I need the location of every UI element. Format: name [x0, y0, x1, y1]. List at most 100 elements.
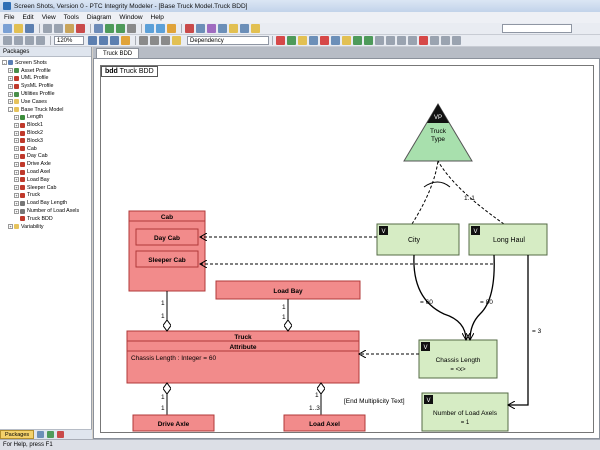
block-drive-axle[interactable]: Drive Axle [132, 414, 215, 432]
zoom-select[interactable]: 120% [54, 36, 84, 45]
print-icon[interactable] [94, 24, 103, 33]
menu-diagram[interactable]: Diagram [86, 14, 112, 21]
tree-item[interactable]: +Variability [0, 223, 91, 231]
tree-item[interactable]: -Screen Shots [0, 59, 91, 67]
format-icon[interactable] [36, 36, 45, 45]
expand-toggle-icon[interactable]: + [8, 91, 13, 97]
copy-icon[interactable] [54, 24, 63, 33]
properties-icon[interactable] [196, 24, 205, 33]
association-tool-icon[interactable] [375, 36, 384, 45]
line-icon[interactable] [150, 36, 159, 45]
find-dropdown[interactable] [502, 24, 572, 33]
help-icon[interactable] [251, 24, 260, 33]
tree-item[interactable]: +Load Axel [0, 168, 91, 176]
expand-toggle-icon[interactable]: + [14, 130, 19, 136]
part-sleeper-cab[interactable] [135, 250, 199, 268]
open-icon[interactable] [14, 24, 23, 33]
zoom-in-icon[interactable] [88, 36, 97, 45]
browser-icon[interactable] [218, 24, 227, 33]
tree-item[interactable]: -Base Truck Model [0, 106, 91, 114]
variation-point-truck-type[interactable]: VP Truck Type [403, 103, 473, 162]
part-day-cab[interactable] [135, 228, 199, 246]
interface-tool-icon[interactable] [309, 36, 318, 45]
paste-icon[interactable] [65, 24, 74, 33]
expand-toggle-icon[interactable]: + [14, 138, 19, 144]
expand-toggle-icon[interactable]: + [14, 114, 19, 120]
tree-item[interactable]: +Number of Load Axels [0, 207, 91, 215]
arrow-icon[interactable] [139, 36, 148, 45]
variant-tool-icon[interactable] [353, 36, 362, 45]
block-truck[interactable]: Truck Attribute Chassis Length : Integer… [126, 330, 360, 384]
navigate-forward-icon[interactable] [156, 24, 165, 33]
parts-tab-icon[interactable] [57, 431, 65, 438]
expand-toggle-icon[interactable]: + [14, 208, 19, 214]
truck-attribute[interactable]: Chassis Length : Integer = 60 [131, 355, 216, 362]
variation-point-tool-icon[interactable] [364, 36, 373, 45]
navigate-back-icon[interactable] [145, 24, 154, 33]
tree-item[interactable]: +SysML Profile [0, 82, 91, 90]
tree-item[interactable]: +Load Bay [0, 176, 91, 184]
tree-item[interactable]: +Load Bay Length [0, 199, 91, 207]
menu-file[interactable]: File [4, 14, 15, 21]
note-icon[interactable] [161, 36, 170, 45]
expand-toggle-icon[interactable]: + [14, 185, 19, 191]
block-load-axel[interactable]: Load Axel [283, 414, 366, 432]
menu-view[interactable]: View [41, 14, 56, 21]
connector-tool-icon[interactable] [430, 36, 439, 45]
grid-icon[interactable] [25, 36, 34, 45]
tree-item[interactable]: +Truck [0, 192, 91, 200]
diagram-canvas[interactable]: bdd Truck BDD VP Truck Type [93, 58, 600, 439]
zoom-fit-icon[interactable] [110, 36, 119, 45]
output-icon[interactable] [240, 24, 249, 33]
tree-item[interactable]: +Day Cab [0, 153, 91, 161]
tree-item[interactable]: +Length [0, 114, 91, 122]
menu-help[interactable]: Help [150, 14, 164, 21]
redo-icon[interactable] [116, 24, 125, 33]
tree-item[interactable]: +Block3 [0, 137, 91, 145]
delete-tool-icon[interactable] [419, 36, 428, 45]
tree-item[interactable]: Truck BDD [0, 215, 91, 223]
tree-item[interactable]: +Use Cases [0, 98, 91, 106]
package-tool-icon[interactable] [298, 36, 307, 45]
block-load-bay[interactable]: Load Bay [215, 280, 361, 300]
highlight-icon[interactable] [121, 36, 130, 45]
select-icon[interactable] [3, 36, 12, 45]
tree-item[interactable]: +Utilities Profile [0, 90, 91, 98]
new-icon[interactable] [3, 24, 12, 33]
save-icon[interactable] [25, 24, 34, 33]
tree-item[interactable]: +Asset Profile [0, 67, 91, 75]
zoom-out-icon[interactable] [99, 36, 108, 45]
scripts-icon[interactable] [229, 24, 238, 33]
expand-toggle-icon[interactable]: + [14, 169, 19, 175]
expand-toggle-icon[interactable]: + [14, 161, 19, 167]
tree-item[interactable]: +Drive Axle [0, 160, 91, 168]
tab-packages[interactable]: Packages [0, 430, 35, 439]
expand-toggle-icon[interactable]: + [14, 153, 19, 159]
expand-toggle-icon[interactable]: - [8, 107, 13, 113]
expand-toggle-icon[interactable]: + [14, 146, 19, 152]
delete-icon[interactable] [76, 24, 85, 33]
expand-toggle-icon[interactable]: + [8, 83, 13, 89]
variant-chassis-length[interactable]: V Chassis Length = <x> [418, 339, 498, 379]
block-tool-icon[interactable] [276, 36, 285, 45]
variant-number-of-load-axels[interactable]: V Number of Load Axels = 1 [421, 392, 509, 432]
more-tools-icon[interactable] [452, 36, 461, 45]
search-icon[interactable] [127, 24, 136, 33]
variant-city[interactable]: V City [376, 223, 460, 256]
tab-truck-bdd[interactable]: Truck BDD [96, 48, 140, 58]
port-tool-icon[interactable] [331, 36, 340, 45]
expand-toggle-icon[interactable]: + [14, 200, 19, 206]
relationships-tab-icon[interactable] [47, 431, 55, 438]
menu-window[interactable]: Window [119, 14, 143, 21]
expand-toggle-icon[interactable]: + [8, 68, 13, 74]
relationship-select[interactable]: Dependency [187, 36, 269, 45]
tree-item[interactable]: +Block2 [0, 129, 91, 137]
comment-tool-icon[interactable] [342, 36, 351, 45]
diagrams-tab-icon[interactable] [37, 431, 45, 438]
composition-tool-icon[interactable] [386, 36, 395, 45]
stop-icon[interactable] [185, 24, 194, 33]
tree-item[interactable]: +Cab [0, 145, 91, 153]
align-icon[interactable] [14, 36, 23, 45]
expand-toggle-icon[interactable]: + [8, 224, 13, 230]
flow-tool-icon[interactable] [441, 36, 450, 45]
